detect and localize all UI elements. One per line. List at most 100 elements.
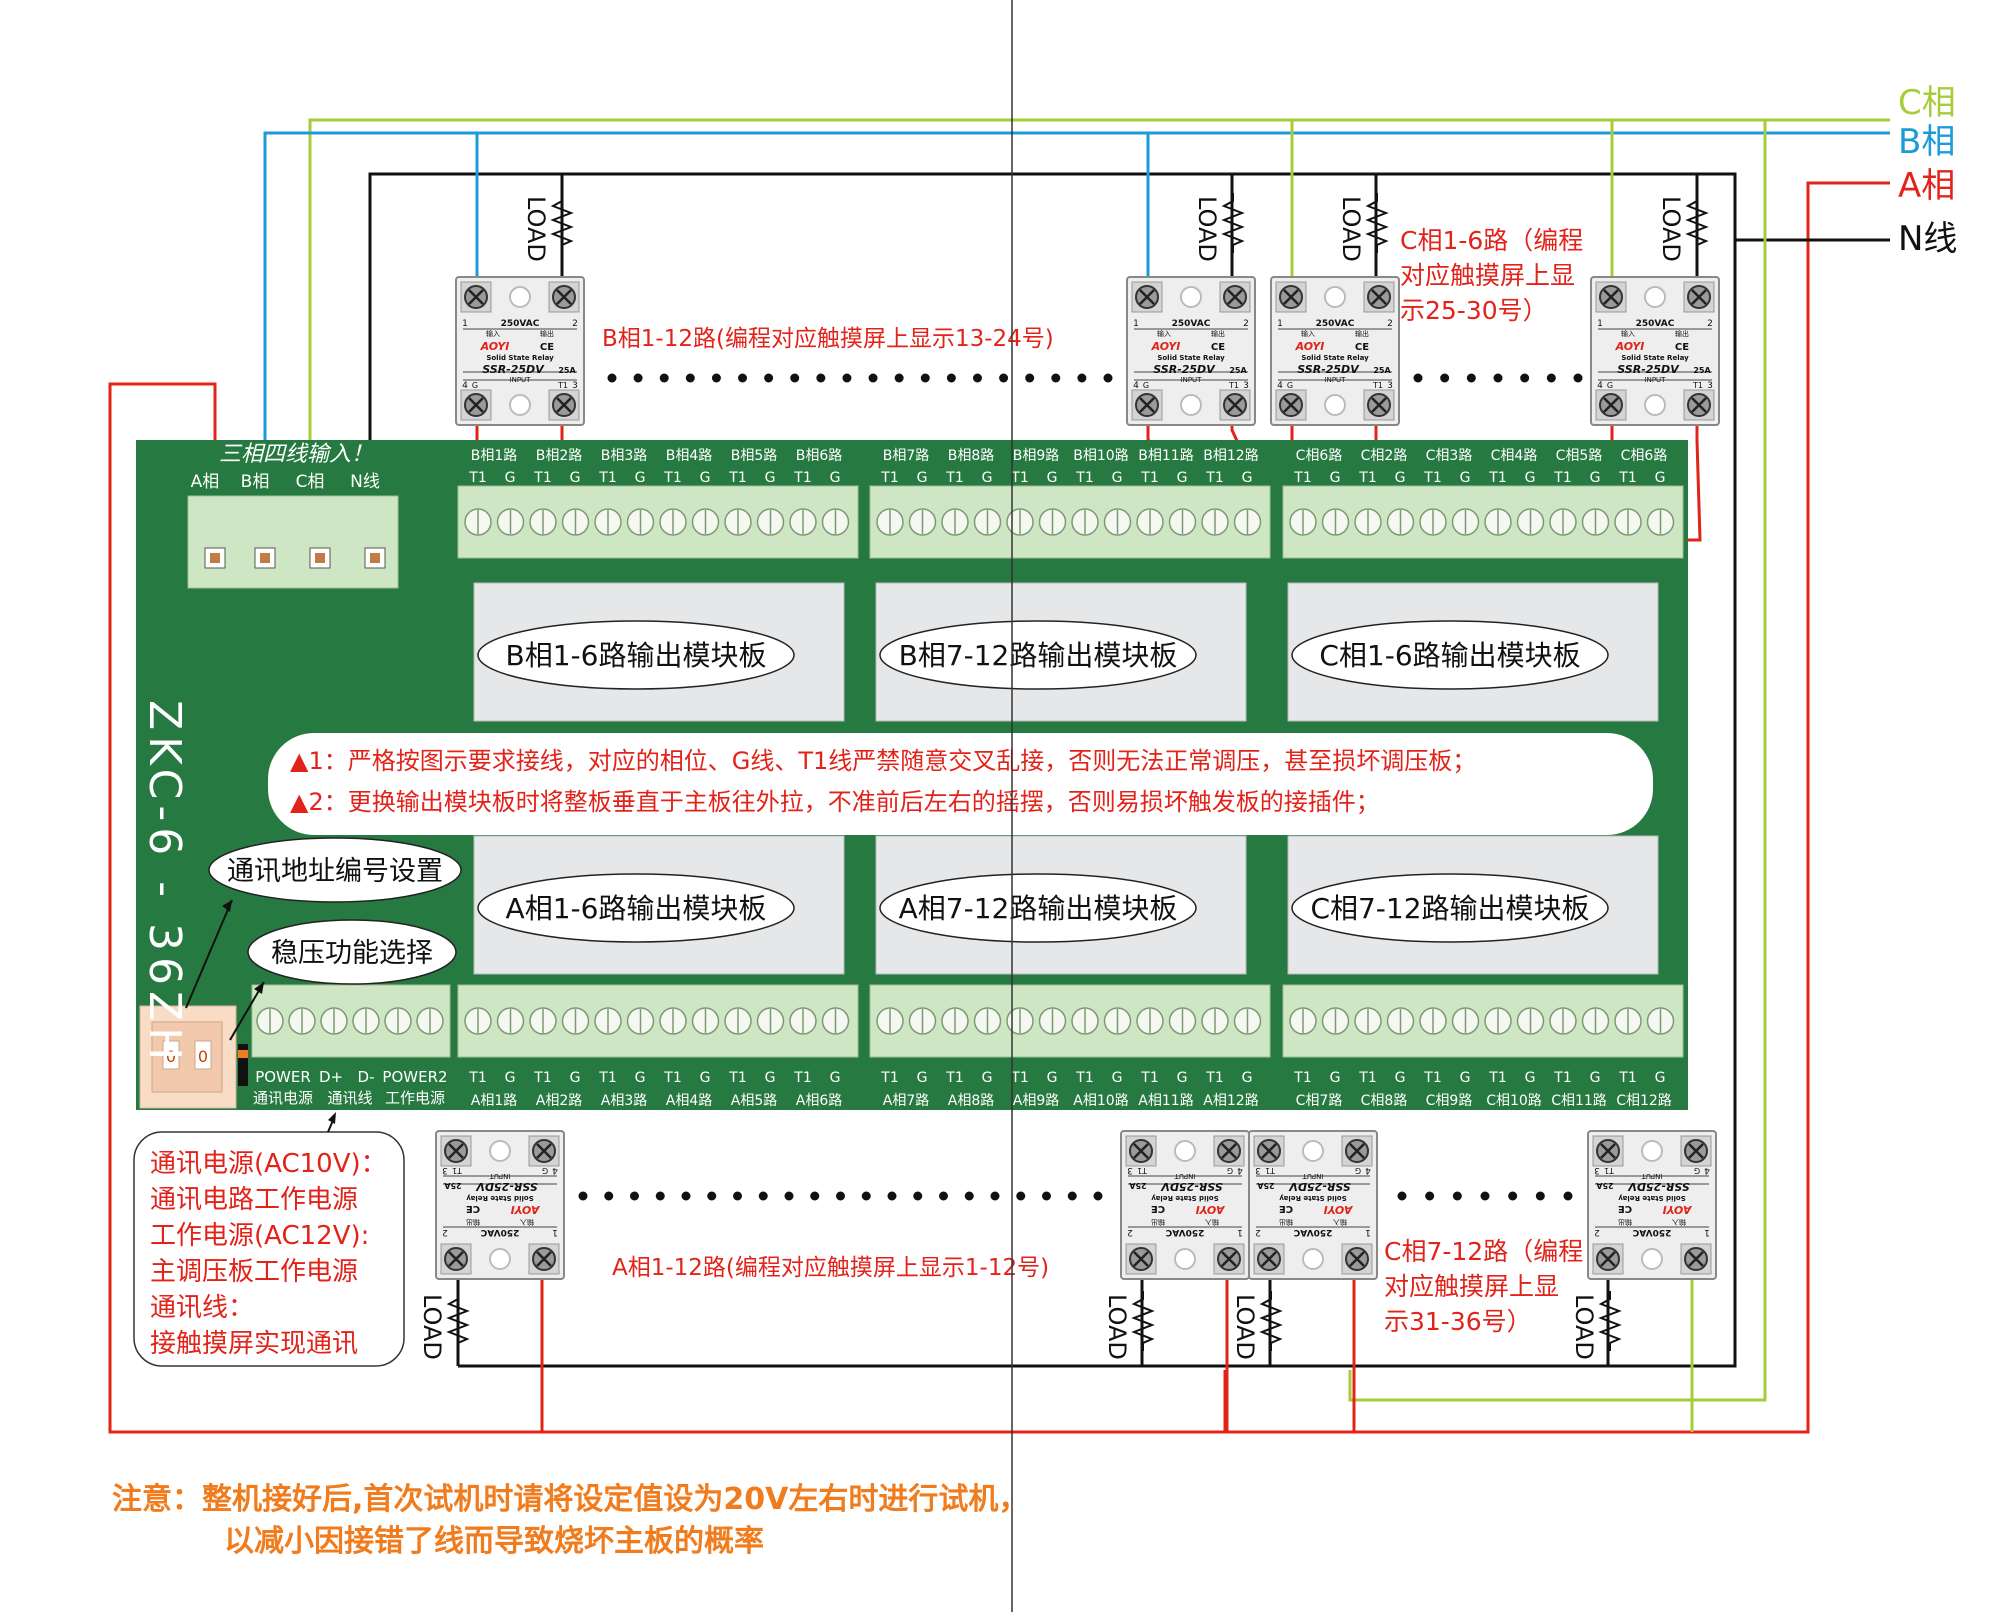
relay-text: AOYI	[1615, 340, 1645, 353]
settings-callouts: 通讯地址编号设置 稳压功能选择	[185, 837, 462, 1041]
load-label: LOAD	[1103, 1294, 1131, 1360]
pin-t1-label: T1	[1488, 470, 1506, 486]
c-phase-bottom-annotation: C相7-12路（编程	[1384, 1237, 1583, 1266]
relay-text: 2	[1255, 1227, 1261, 1237]
bottom-terminal-strip-1-label: A相1路	[471, 1093, 517, 1109]
continuation-dot	[758, 1191, 768, 1201]
load-label: LOAD	[522, 196, 550, 262]
module-plate-bottom-3[interactable]: C相7-12路输出模块板	[1287, 835, 1659, 975]
bottom-terminal-strip-3-label: C相10路	[1486, 1093, 1542, 1109]
continuation-dot	[681, 1191, 691, 1201]
pin-g-label: G	[1047, 1070, 1058, 1086]
module-plate-top-3-label: C相1-6路输出模块板	[1319, 639, 1580, 672]
continuation-dot	[784, 1191, 794, 1201]
relay-text: CE	[540, 342, 554, 353]
address-setting-label: 通讯地址编号设置	[227, 856, 443, 887]
top-terminal-strip-1-label: B相1路	[471, 448, 518, 464]
phase-label-b: B相	[1898, 122, 1955, 162]
relay-text: 输入	[486, 329, 500, 338]
relay-text: 250VAC	[1636, 319, 1675, 329]
module-plate-top-1[interactable]: B相1-6路输出模块板	[473, 582, 845, 722]
relay-text: SSR-25DV	[1153, 363, 1216, 376]
continuation-dot	[1103, 373, 1113, 383]
relay-text: G	[1287, 381, 1293, 390]
top-terminal-strip-3-label: C相2路	[1361, 448, 1408, 464]
relay-text: Solid State Relay	[1279, 1194, 1347, 1202]
pin-g-label: G	[830, 1070, 841, 1086]
relay-text: G	[1355, 1166, 1361, 1175]
bottom-terminal-strip-1-label: A相2路	[536, 1093, 582, 1109]
pin-g-label: G	[505, 1070, 516, 1086]
module-plate-bottom-1[interactable]: A相1-6路输出模块板	[473, 835, 845, 975]
relay-text: 1	[1277, 319, 1283, 329]
pin-g-label: G	[570, 1070, 581, 1086]
top-terminal-strip-3	[1282, 485, 1684, 559]
top-terminal-strip-3-label: C相6路	[1621, 448, 1668, 464]
top-terminal-strip-3-label: C相4路	[1491, 448, 1538, 464]
c-phase-top-annotation: C相1-6路（编程	[1400, 226, 1583, 255]
pin-t1-label: T1	[598, 1070, 616, 1086]
pin-g-label: G	[1242, 470, 1253, 486]
bottom-terminal-strip-2-label: A相11路	[1138, 1093, 1193, 1109]
bottom-terminal-strip-2-label: A相10路	[1073, 1093, 1128, 1109]
continuation-dot	[1466, 373, 1476, 383]
load-bottom-1: LOAD	[418, 1290, 469, 1360]
load-bottom-3: LOAD	[1231, 1290, 1282, 1360]
continuation-dot	[939, 1191, 948, 1201]
continuation-dot	[1077, 373, 1087, 383]
relay-text: 25A	[558, 366, 576, 375]
pin-t1-label: T1	[1618, 1070, 1636, 1086]
pin-t1-label: T1	[945, 470, 963, 486]
relay-text: INPUT	[1181, 376, 1203, 384]
relay-text: G	[472, 381, 478, 390]
dip-value-1: 0	[198, 1047, 208, 1066]
relay-text: 输入	[1157, 329, 1171, 338]
continuation-dot	[999, 373, 1009, 383]
continuation-dot	[1067, 1191, 1077, 1201]
dip-switch[interactable]: 0 0	[139, 1005, 248, 1109]
relay-text: INPUT	[510, 376, 532, 384]
relay-text: 3	[1594, 1165, 1600, 1175]
pin-t1-label: T1	[880, 1070, 898, 1086]
pin-g-label: G	[1330, 1070, 1341, 1086]
relay-text: CE	[1675, 342, 1689, 353]
load-top-1: LOAD	[522, 192, 573, 262]
power-info-line: 通讯线：	[150, 1293, 254, 1323]
relay-text: T1	[452, 1166, 463, 1175]
relay-text: 3	[1387, 381, 1393, 391]
pin-g-label: G	[1460, 470, 1471, 486]
relay-text: SSR-25DV	[1617, 363, 1680, 376]
bottom-terminal-strip-3-label: C相12路	[1616, 1093, 1672, 1109]
module-plate-bottom-3-label: C相7-12路输出模块板	[1310, 892, 1589, 925]
pin-t1-label: T1	[1140, 1070, 1158, 1086]
relay-text: 25A	[444, 1181, 462, 1190]
load-label: LOAD	[1570, 1294, 1598, 1360]
relay-text: 3	[442, 1165, 448, 1175]
relay-text: INPUT	[1325, 376, 1347, 384]
module-plate-top-3[interactable]: C相1-6路输出模块板	[1287, 582, 1659, 722]
pin-t1-label: T1	[728, 1070, 746, 1086]
continuation-dot	[655, 1191, 665, 1201]
bottom-terminal-strip-3-label: C相11路	[1551, 1093, 1607, 1109]
phase-legend: C相 B相 A相 N线	[1898, 83, 1957, 259]
bottom-terminal-strip-2-label: A相8路	[948, 1093, 994, 1109]
pin-t1-label: T1	[1488, 1070, 1506, 1086]
top-terminal-strip-2	[869, 485, 1271, 559]
module-plate-top-2[interactable]: B相7-12路输出模块板	[875, 582, 1247, 722]
module-plate-bottom-2[interactable]: A相7-12路输出模块板	[875, 835, 1247, 975]
continuation-dot	[711, 373, 721, 383]
continuation-dot	[733, 1191, 742, 1201]
pin-g-label: G	[1525, 470, 1536, 486]
relay-text: SSR-25DV	[482, 363, 545, 376]
load-top-2: LOAD	[1193, 192, 1244, 262]
relay-text: 3	[1127, 1165, 1133, 1175]
continuation-dot	[868, 373, 878, 383]
bottom-terminal-strip-1-label: A相6路	[796, 1093, 842, 1109]
pin-g-label: G	[1655, 1070, 1666, 1086]
bottom-terminal-strip-2	[869, 984, 1271, 1058]
comm-pin-label: D+	[319, 1068, 343, 1086]
pin-t1-label: T1	[1293, 1070, 1311, 1086]
